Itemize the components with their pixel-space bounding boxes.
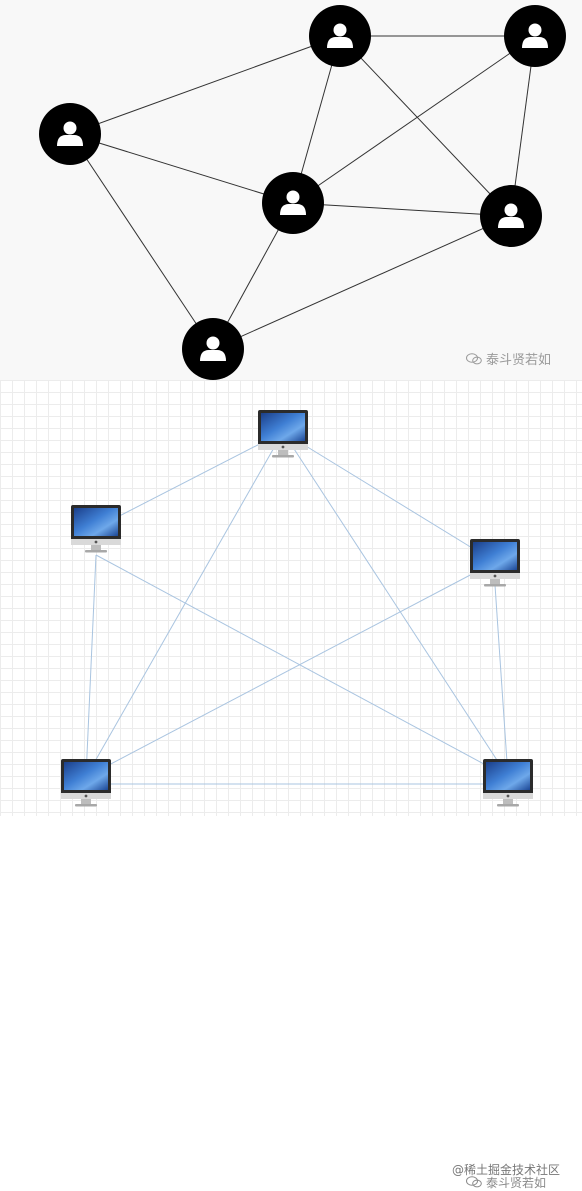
edge-top-right xyxy=(282,431,496,563)
edge-left-bottomright xyxy=(95,554,509,778)
computer-bottom-right xyxy=(483,759,533,807)
edge-left-bottomleft xyxy=(85,554,97,778)
computer-bottom-left xyxy=(61,759,111,807)
edge-5-6 xyxy=(212,215,512,350)
user-node-1 xyxy=(39,103,101,165)
wechat-icon xyxy=(466,1176,482,1188)
edge-right-bottomright xyxy=(494,584,509,778)
watermark-bottom-line2: 泰斗贤若如 xyxy=(466,1174,546,1191)
user-network-svg xyxy=(39,5,566,380)
wechat-icon xyxy=(466,353,482,365)
edge-top-bottomright xyxy=(282,431,509,778)
edge-right-bottomleft xyxy=(85,561,496,778)
computer-right xyxy=(470,539,520,587)
watermark-bottom-text: 泰斗贤若如 xyxy=(486,1176,547,1190)
edge-top-left xyxy=(95,431,284,529)
edge-4-5 xyxy=(292,202,512,217)
user-node-2 xyxy=(309,5,371,67)
computer-network-svg xyxy=(61,410,533,807)
user-node-6 xyxy=(182,318,244,380)
edge-1-4 xyxy=(69,133,294,204)
user-node-4 xyxy=(262,172,324,234)
top-network-diagram: 泰斗贤若如 xyxy=(0,0,582,380)
edge-top-bottomleft xyxy=(85,431,284,778)
user-node-3 xyxy=(504,5,566,67)
watermark-top-text: 泰斗贤若如 xyxy=(486,353,552,368)
edge-4-3 xyxy=(292,35,536,204)
computer-top xyxy=(258,410,308,458)
bottom-network-diagram: @稀土掘金技术社区 泰斗贤若如 xyxy=(0,380,582,1190)
edge-1-2 xyxy=(69,35,341,135)
computer-left xyxy=(71,505,121,553)
computer-edges xyxy=(85,431,509,785)
edge-2-5 xyxy=(339,35,512,217)
edge-1-6 xyxy=(69,133,214,350)
watermark-top: 泰斗贤若如 xyxy=(466,349,551,368)
user-node-5 xyxy=(480,185,542,247)
